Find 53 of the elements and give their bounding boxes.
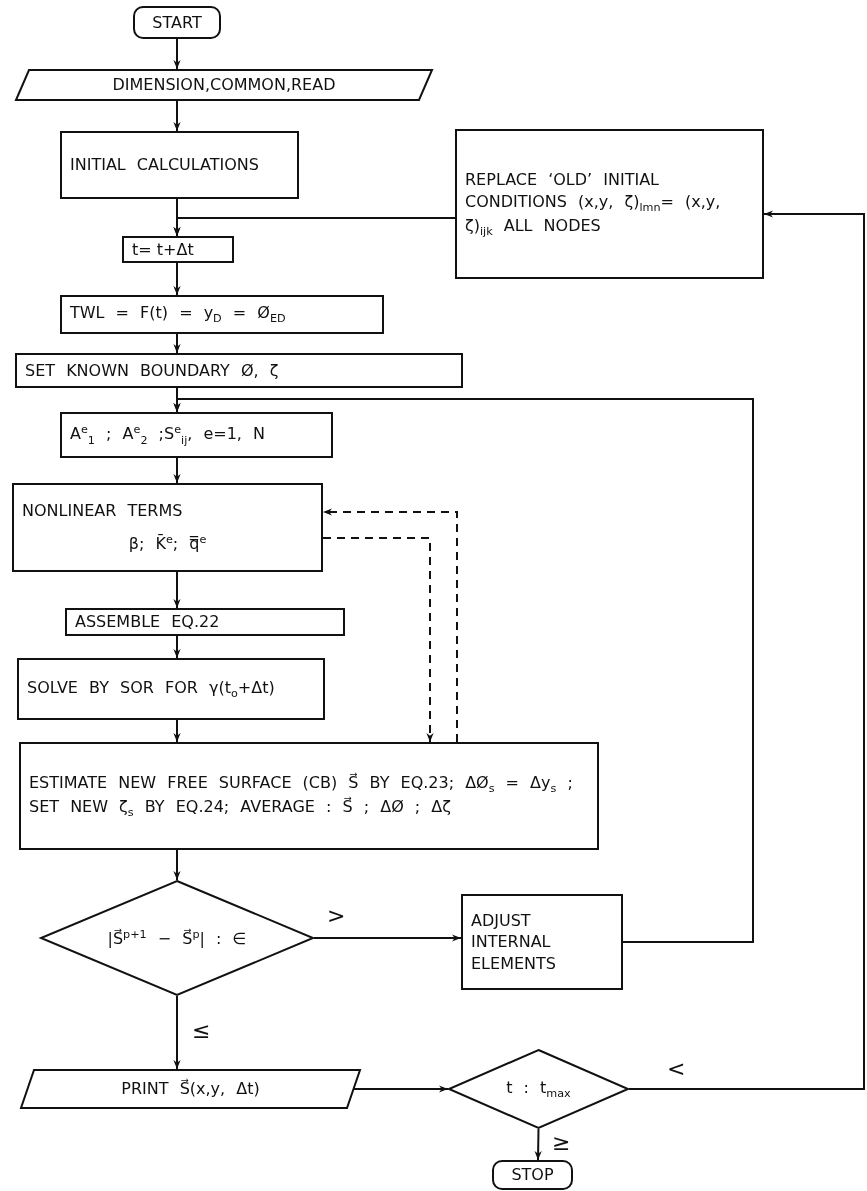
- node-text: NONLINEAR TERMS: [22, 500, 183, 522]
- arrow: [173, 398, 754, 943]
- node-text: ADJUST INTERNAL ELEMENTS: [471, 909, 557, 975]
- arrow: [173, 333, 181, 354]
- arrow: [322, 537, 434, 743]
- arrow: [173, 38, 181, 70]
- terminal-box: [133, 6, 221, 39]
- node-text: t= t+Δt: [132, 238, 194, 261]
- input-output-box: [15, 69, 433, 101]
- process-box: [461, 894, 623, 990]
- process-box: [122, 236, 234, 263]
- node-text: TWL = F(t) = y$_{D}$ = Ø$_{ED}$: [70, 302, 286, 327]
- node-text: STOP: [511, 1164, 554, 1186]
- node-text: START: [152, 11, 202, 34]
- decision-diamond: [40, 880, 314, 996]
- node-text: ESTIMATE NEW FREE SURFACE (CB) S⃗ BY EQ.23; ΔØ$_{s}$ = Δy$_{s}$ ; SET NEW ζ$_{s}$ BY EQ.24; AVERAGE : S⃗ ; ΔØ ; Δζ: [29, 771, 574, 821]
- node-text: A$^{e}$$_{1}$ ; A$^{e}$$_{2}$ ;S$^{e}$$_{ij}$, e=1, N: [70, 422, 265, 448]
- arrow: [173, 262, 181, 296]
- decision-diamond: [448, 1049, 629, 1129]
- node-text: SOLVE BY SOR FOR γ(t$_{o}$+Δt): [27, 676, 275, 702]
- arrow: [322, 508, 458, 743]
- node-text: β; K̄$^{e}$; q̿$^{e}$: [128, 531, 207, 555]
- arrow: [173, 217, 456, 237]
- node-text: DIMENSION,COMMON,READ: [112, 74, 336, 96]
- process-box: [15, 353, 463, 388]
- node-text: INITIAL CALCULATIONS: [70, 154, 259, 176]
- arrow: [173, 719, 181, 743]
- arrow: [353, 1085, 449, 1093]
- process-box: [17, 658, 325, 720]
- process-box: [12, 483, 323, 572]
- arrow: [628, 210, 865, 1090]
- arrow: [173, 849, 181, 881]
- terminal-box: [492, 1160, 573, 1190]
- arrow: [173, 635, 181, 659]
- node-text: t : t$_{max}$: [506, 1076, 571, 1102]
- arrow: [534, 1128, 542, 1161]
- process-box: [60, 295, 384, 334]
- arrow: [313, 934, 462, 942]
- arrow: [173, 571, 181, 609]
- node-text: ASSEMBLE EQ.22: [75, 611, 220, 633]
- process-box: [65, 608, 345, 636]
- process-box: [19, 742, 599, 850]
- arrow: [173, 100, 181, 132]
- input-output-box: [20, 1069, 361, 1109]
- process-box: [60, 412, 333, 458]
- node-text: PRINT S⃗(x,y, Δt): [121, 1078, 260, 1100]
- node-text: REPLACE ‘OLD’ INITIAL CONDITIONS (x,y, ζ)$_{lmn}$= (x,y, ζ)$_{ijk}$ ALL NODES: [465, 168, 722, 240]
- process-box: [60, 131, 299, 199]
- process-box: [455, 129, 764, 279]
- arrow: [173, 457, 181, 484]
- node-text: SET KNOWN BOUNDARY Ø, ζ: [25, 359, 279, 382]
- arrow: [173, 995, 181, 1070]
- node-text: |S⃗$^{p+1}$ − S⃗$^{p}$| : ∈: [107, 926, 247, 950]
